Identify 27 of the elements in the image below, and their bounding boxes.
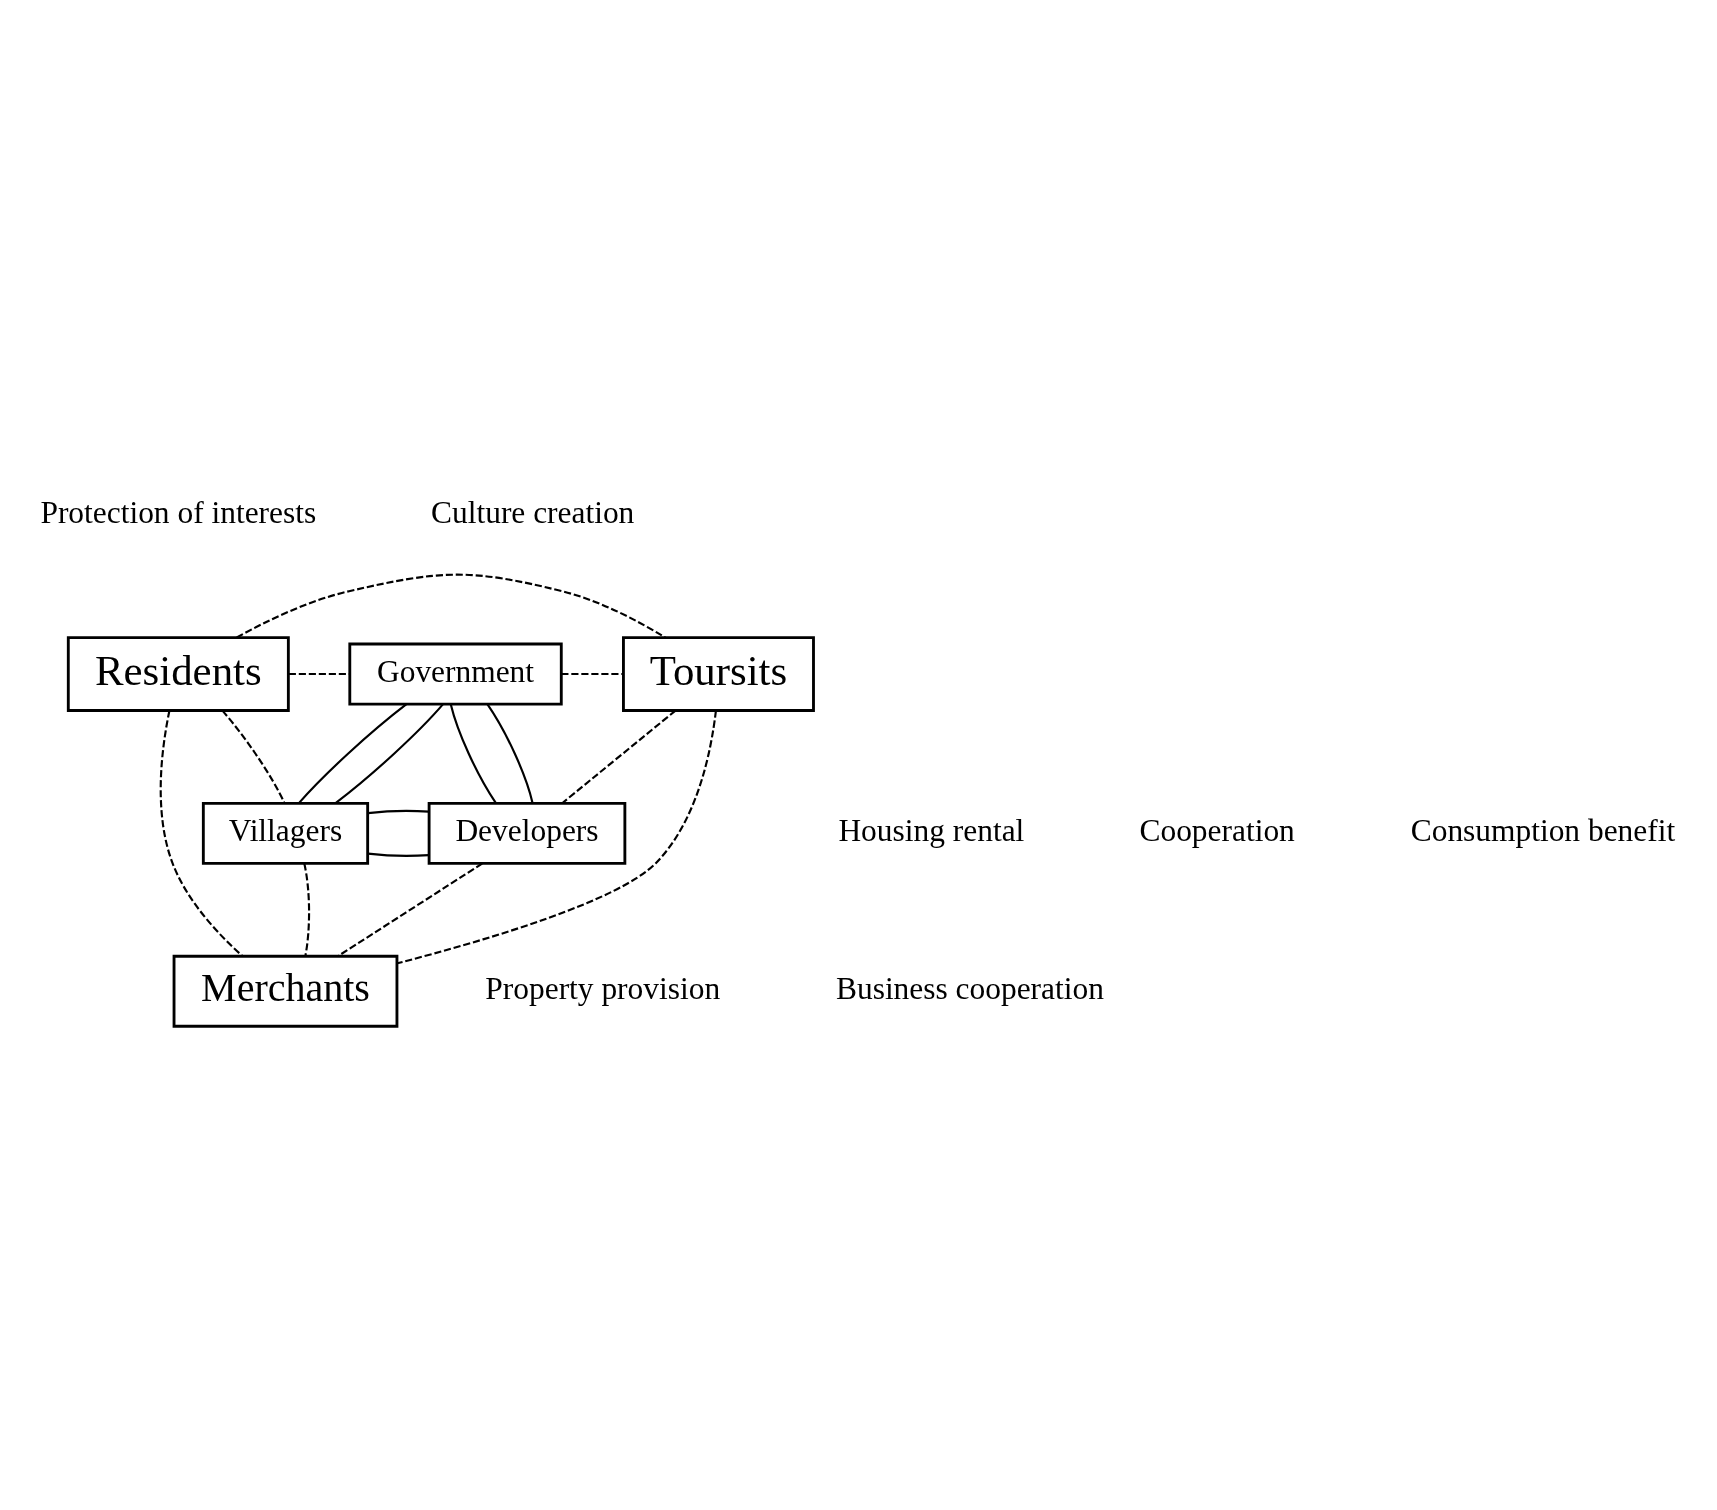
label: Property provision <box>485 970 721 1006</box>
connector <box>367 852 429 857</box>
connector <box>397 710 717 964</box>
connector <box>486 703 534 803</box>
label: Business cooperation <box>836 970 1104 1006</box>
label: Consumption benefit <box>1410 812 1676 848</box>
node-box: Government <box>348 642 563 705</box>
node-box: Developers <box>427 801 627 865</box>
node-box: Residents <box>66 635 290 712</box>
label: Culture creation <box>431 494 635 530</box>
connector <box>335 702 444 804</box>
connector <box>303 862 311 956</box>
node-box: Villagers <box>201 801 370 865</box>
label: Housing rental <box>838 812 1025 848</box>
connector <box>298 702 408 804</box>
node-box: Toursits <box>622 635 815 712</box>
label: Protection of interests <box>40 494 317 530</box>
connector <box>561 709 677 804</box>
label: Cooperation <box>1139 812 1295 848</box>
connector <box>367 809 429 814</box>
node-box: Merchants <box>172 954 399 1028</box>
connector <box>449 703 497 803</box>
connector <box>561 672 624 675</box>
connector <box>221 709 286 804</box>
connector <box>159 710 244 957</box>
connector <box>337 862 483 957</box>
connector <box>236 573 666 638</box>
